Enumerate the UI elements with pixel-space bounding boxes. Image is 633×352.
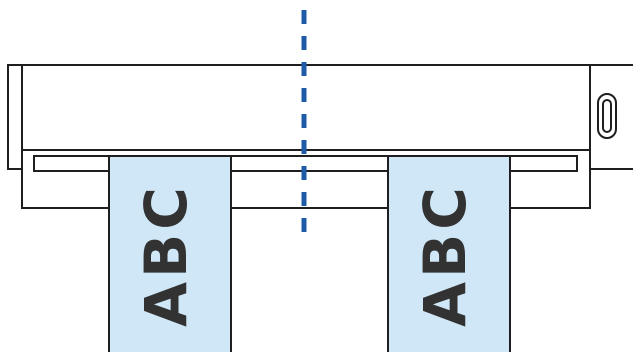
document-left: ABC	[108, 155, 232, 352]
document-right-label: ABC	[411, 183, 479, 327]
document-right: ABC	[387, 155, 511, 352]
scanner-body	[21, 64, 591, 151]
scanner-left-edge	[7, 64, 23, 170]
power-button-icon	[597, 93, 617, 139]
document-left-label: ABC	[132, 183, 200, 327]
